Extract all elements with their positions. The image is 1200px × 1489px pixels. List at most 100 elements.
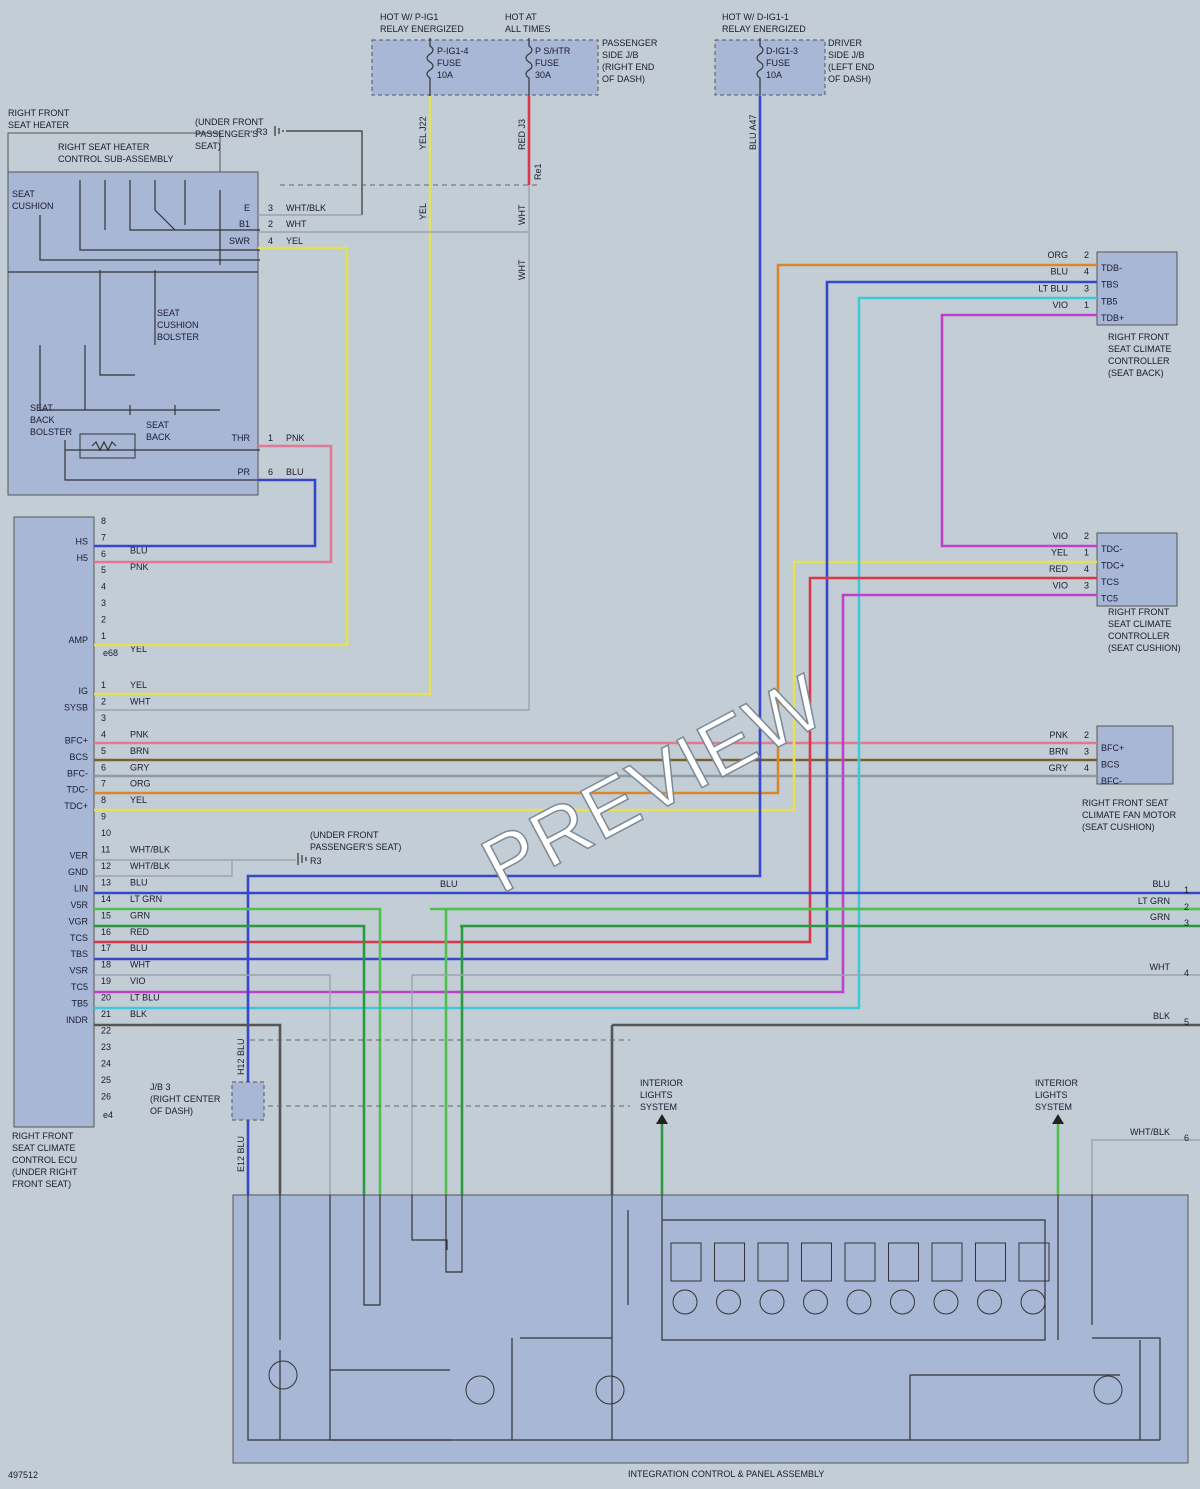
ecu-pin-name: TC5 — [71, 982, 88, 992]
component-pin-name: TDC+ — [1101, 561, 1125, 571]
component-wire-color: BRN — [1049, 747, 1068, 757]
lamp-resistor-unit — [670, 1242, 702, 1282]
heater-pin-name: THR — [232, 433, 251, 443]
ecu-pin-number: 18 — [101, 960, 111, 970]
heater-wire-color: WHT/BLK — [286, 203, 326, 213]
ecu-pin-number: 1 — [101, 631, 106, 641]
ecu-pin-number: 10 — [101, 828, 111, 838]
transistor — [268, 1360, 298, 1390]
offpage-number: 5 — [1184, 1017, 1189, 1027]
wire-org-tdc — [94, 263, 1097, 795]
ecu-pin-number: 14 — [101, 894, 111, 904]
ecu-pin-name: INDR — [66, 1015, 88, 1025]
led-indicator — [672, 1289, 698, 1315]
ecu-pin-number: 4 — [101, 729, 106, 739]
heater-wire-color: WHT — [286, 219, 307, 229]
offpage-number: 3 — [1184, 918, 1189, 928]
ecu-pin-number: 12 — [101, 861, 111, 871]
ecu-wire-color: PNK — [130, 562, 149, 572]
connector-e68: e68 — [103, 648, 118, 658]
component-wire-color: PNK — [1049, 730, 1068, 740]
label-yel12: YEL — [418, 203, 428, 220]
component-pin-name: TDB- — [1101, 263, 1122, 273]
heater-wire-color: YEL — [286, 236, 303, 246]
wire-grn-vgr — [94, 924, 1200, 1195]
ecu-pin-number: 4 — [101, 582, 106, 592]
offpage-number: 6 — [1184, 1133, 1189, 1143]
ecu-pin-number: 19 — [101, 976, 111, 986]
ecu-wire-color: RED — [130, 927, 150, 937]
ecu-pin-name: TDC- — [67, 785, 89, 795]
component-pin-number: 4 — [1084, 763, 1089, 773]
component-pin-number: 2 — [1084, 250, 1089, 260]
led-indicator — [759, 1289, 785, 1315]
ecu-pin-number: 26 — [101, 1091, 111, 1101]
label-e12: E12 BLU — [236, 1136, 246, 1172]
led-indicator — [846, 1289, 872, 1315]
component-pin-number: 3 — [1084, 747, 1089, 757]
ecu-pin-number: 11 — [101, 845, 110, 855]
ecu-pin-number: 8 — [101, 795, 106, 805]
wire-ltgrn-right — [444, 907, 1200, 1195]
component-pin-name: BCS — [1101, 760, 1120, 770]
heater-pin-name: SWR — [229, 236, 250, 246]
component-pin-name: BFC+ — [1101, 743, 1124, 753]
transistor — [1093, 1375, 1123, 1405]
doc-id: 497512 — [8, 1470, 38, 1480]
ecu-wire-color: YEL — [130, 795, 147, 805]
lamp-resistor-unit — [1018, 1242, 1050, 1282]
ecu-pin-number: 22 — [101, 1025, 111, 1035]
wire-wht-b1 — [94, 185, 530, 711]
offpage-wire-color: WHT — [1150, 962, 1171, 972]
component-wire-color: ORG — [1047, 250, 1068, 260]
wire-whtblk-ground — [94, 859, 296, 877]
lamp-resistor-unit — [931, 1242, 963, 1282]
offpage-wire-color: BLK — [1153, 1011, 1170, 1021]
ecu-pin-number: 16 — [101, 927, 111, 937]
ecu-wire-color: VIO — [130, 976, 146, 986]
heater-ground-r3: R3 — [256, 127, 268, 137]
wire-red-tcs — [94, 576, 1097, 944]
component-pin-name: TDC- — [1101, 544, 1123, 554]
label-j3: RED J3 — [517, 119, 527, 150]
component-pin-number: 4 — [1084, 564, 1089, 574]
ecu-wire-color: GRY — [130, 762, 149, 772]
component-pin-number: 1 — [1084, 300, 1089, 310]
ecu-wire-color: GRN — [130, 910, 150, 920]
wire-blk-indr — [94, 1023, 1200, 1195]
wire-yel-amp — [94, 246, 349, 647]
ecu-wire-color: BLU — [130, 943, 148, 953]
offpage-wire-color: BLU — [1152, 879, 1170, 889]
ecu-wire-color: PNK — [130, 729, 149, 739]
ecu-pin-name: BFC+ — [65, 735, 88, 745]
heater-pin-number: 4 — [268, 236, 273, 246]
component-wire-color: VIO — [1052, 581, 1068, 591]
component-pin-name: TDB+ — [1101, 313, 1124, 323]
ecu-pin-number: 25 — [101, 1075, 111, 1085]
component-wire-color: GRY — [1049, 763, 1068, 773]
ecu-pin-name: VSR — [69, 966, 88, 976]
ecu-pin-name: TCS — [70, 933, 88, 943]
label-a47: BLU A47 — [748, 114, 758, 150]
heater-pin-name: E — [244, 203, 250, 213]
component-pin-name: TB5 — [1101, 296, 1118, 306]
heater-wire-color: PNK — [286, 433, 305, 443]
offpage-number: 4 — [1184, 968, 1189, 978]
ecu-pin-name: BCS — [69, 752, 88, 762]
ecu-pin-number: 2 — [101, 696, 106, 706]
